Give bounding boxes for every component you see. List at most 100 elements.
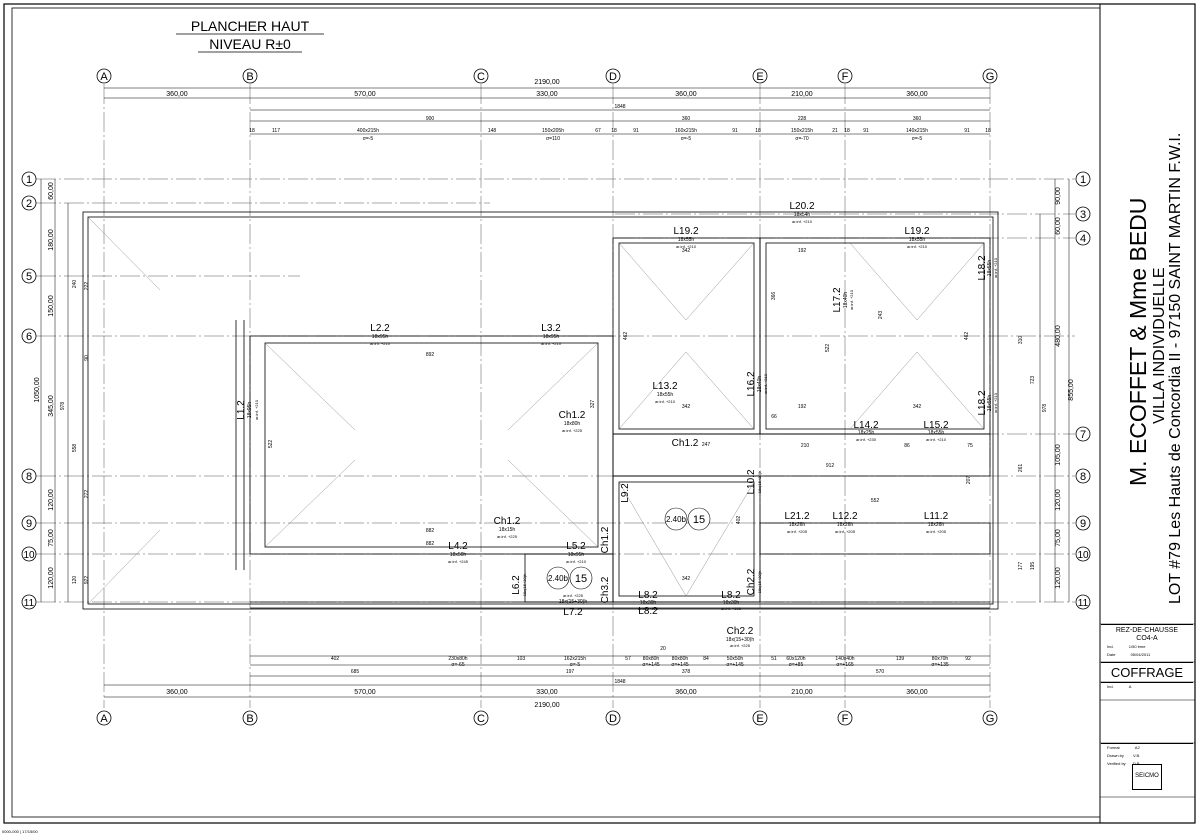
dim-left-inner: 922	[84, 576, 90, 585]
svg-text:ar.inf. +195: ar.inf. +195	[721, 606, 742, 611]
dim-right-inner: 978	[1042, 404, 1048, 413]
svg-text:ar.inf. +210: ar.inf. +210	[993, 392, 998, 413]
opening-bottom: 230x80h	[448, 656, 467, 662]
svg-text:18x30h: 18x30h	[723, 600, 740, 606]
axis-col-b-top: B	[246, 71, 253, 83]
slab-diagonals	[87, 216, 985, 605]
dim-right: 90,00	[1055, 187, 1062, 205]
axis-row-8-right: 8	[1080, 471, 1086, 483]
dim-left-inner: 120	[72, 576, 78, 585]
dim-left-inner: 978	[60, 402, 66, 411]
beam-label: Ch1.2	[600, 526, 611, 553]
dim-piece: 117	[272, 128, 280, 134]
dim-piece: 57	[625, 656, 631, 662]
dim-piece: 103	[517, 656, 526, 662]
beam-label: L8.2 18x30h ar.inf. +195	[721, 590, 742, 611]
dim-left-inner: 558	[72, 444, 78, 453]
structure-outlines	[82, 211, 999, 610]
dim-bottom-span: 360,00	[675, 689, 697, 696]
dim-right: 120,00	[1055, 489, 1062, 511]
opening-top-sub: σ=-5	[912, 136, 923, 142]
dim-right-inner: 207	[966, 476, 972, 485]
svg-text:ar.inf. +210: ar.inf. +210	[763, 373, 768, 394]
dim-piece: 91	[633, 128, 639, 134]
opening-bottom-sub: σ=+165	[836, 662, 853, 668]
beam-label: L12.2 18x26h ar.inf. +205	[832, 511, 857, 534]
svg-text:ar.inf. +205: ar.inf. +205	[787, 529, 808, 534]
svg-text:ar.inf. +210: ar.inf. +210	[541, 341, 562, 346]
company-logo-text: SEICMO	[1135, 773, 1159, 779]
axis-row-1-left: 1	[26, 174, 32, 186]
svg-text:L11.2: L11.2	[924, 511, 949, 522]
axis-row-3-right: 3	[1080, 209, 1086, 221]
axis-col-g-top: G	[986, 71, 995, 83]
svg-text:Ch1.2: Ch1.2	[672, 438, 699, 449]
level-mark: 2.40b 15	[664, 507, 711, 531]
svg-text:Ch2.2: Ch2.2	[746, 568, 757, 595]
dim-piece: 402	[331, 656, 340, 662]
svg-text:Ch1.2: Ch1.2	[559, 410, 586, 421]
svg-text:L13.2: L13.2	[652, 381, 677, 392]
beam-label: L18.2 18x55h ar.inf. +210	[977, 390, 998, 415]
beam-label: L19.2 18x55h ar.inf. +210	[673, 226, 698, 249]
beam-label: L17.2 18x40h ar.inf. +210	[832, 287, 854, 312]
svg-text:ar.inf. +210: ar.inf. +210	[655, 399, 676, 404]
svg-text:18x55h: 18x55h	[657, 392, 674, 398]
inner-dim: 75	[967, 443, 973, 449]
dim-top-sub: 900	[426, 116, 435, 122]
axis-row-11-left: 11	[24, 598, 35, 609]
inner-dim: 552	[871, 498, 880, 504]
svg-text:ar.inf. +210: ar.inf. +210	[370, 341, 391, 346]
inner-dim: 342	[913, 404, 922, 410]
svg-text:ar.inf. +210: ar.inf. +210	[907, 244, 928, 249]
axis-row-9-right: 9	[1080, 518, 1086, 530]
svg-text:L3.2: L3.2	[541, 323, 561, 334]
dim-right: 105,00	[1055, 444, 1062, 466]
inner-dim: 522	[825, 344, 831, 353]
opening-top: 400x215h	[357, 128, 379, 134]
verified-label: Verified by	[1107, 761, 1126, 766]
dim-piece: 18	[611, 128, 617, 134]
opening-bottom-sub: σ=+145	[726, 662, 743, 668]
svg-text:ar.inf. +205: ar.inf. +205	[835, 529, 856, 534]
sheet-code: CO4-A	[1136, 635, 1158, 642]
meta-box: Format A2 Drawn by V.B. Verified by D.B.	[1101, 743, 1193, 794]
axis-row-2-left: 2	[26, 198, 32, 210]
dim-left: 150,00	[48, 295, 55, 317]
inner-dim: 192	[798, 248, 807, 254]
axis-row-6-left: 6	[26, 331, 32, 343]
axis-col-d-top: D	[609, 71, 617, 83]
dim-top-span: 570,00	[354, 91, 376, 98]
revision-label: Ind.	[1107, 684, 1114, 689]
svg-text:18x95h: 18x95h	[543, 334, 560, 340]
dim-piece: 18	[755, 128, 761, 134]
beam-label: L1.2 18x95h ar.inf. +210	[236, 399, 259, 420]
dim-left: 75,00	[48, 529, 55, 547]
axis-col-f-bottom: F	[842, 713, 849, 725]
axis-row-5-left: 5	[26, 271, 32, 283]
type-box: COFFRAGE	[1101, 662, 1193, 683]
svg-text:18x25h: 18x25h	[858, 430, 875, 436]
dim-bottom-sub: 570	[876, 669, 885, 675]
dim-top-span: 210,00	[791, 91, 813, 98]
beam-label: L18.2 18x55h ar.inf. +210	[977, 255, 998, 280]
scale-value: 1/50 ème	[1128, 644, 1146, 649]
dim-top-span: 360,00	[675, 91, 697, 98]
dim-top-sub: 360	[682, 116, 691, 122]
dim-top-total: 2190,00	[534, 79, 559, 86]
svg-text:18x55h: 18x55h	[928, 430, 945, 436]
svg-text:18x30h: 18x30h	[640, 600, 657, 606]
inner-dim: 462	[964, 332, 970, 341]
dim-piece: 91	[863, 128, 869, 134]
date-label: Date	[1107, 652, 1116, 657]
inner-dim: 402	[736, 516, 742, 525]
svg-text:L10.2: L10.2	[746, 469, 757, 494]
opening-bottom: 140x40h	[835, 656, 854, 662]
opening-bottom: 80x70h	[932, 656, 949, 662]
inner-dim: 342	[682, 404, 691, 410]
svg-text:L14.2: L14.2	[853, 420, 878, 431]
beam-label: L6.2 18x(15+30)h	[511, 574, 527, 597]
svg-text:L16.2: L16.2	[746, 371, 757, 396]
beam-label: L20.2 18x54h ar.inf. +210	[789, 201, 814, 224]
